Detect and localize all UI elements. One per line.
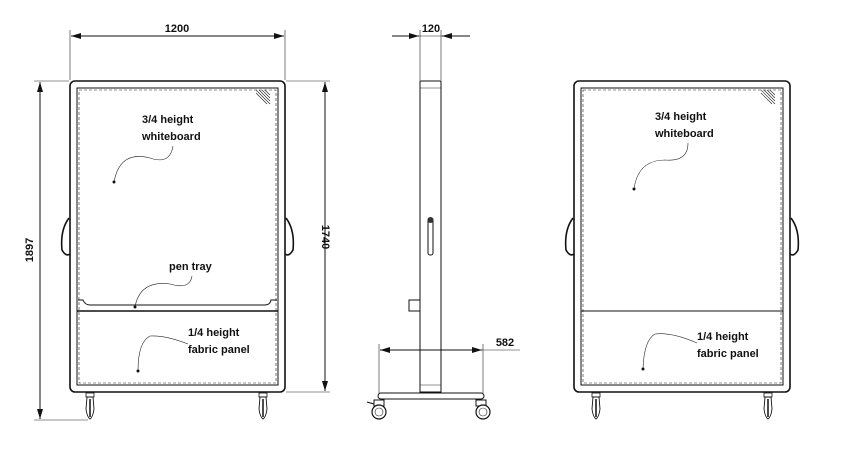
board-height-dimension: 1740 (286, 80, 331, 393)
whiteboard-label-line1: 3/4 height (655, 111, 707, 123)
fabric-label-line2: fabric panel (188, 344, 250, 356)
base-dimension: 582 (378, 337, 520, 393)
side-handle-left (564, 217, 575, 256)
fabric-label-line1: 1/4 height (697, 331, 749, 343)
side-view: 120 582 (366, 23, 520, 420)
handle-icon (427, 217, 434, 256)
whiteboard-label-line2: whiteboard (654, 128, 714, 140)
whiteboard-leader (113, 145, 174, 183)
caster-icon (763, 392, 773, 420)
fabric-label-line1: 1/4 height (188, 327, 240, 339)
overall-height-label: 1897 (24, 238, 36, 262)
fabric-leader (642, 333, 698, 370)
base-dimension-label: 582 (496, 337, 514, 349)
whiteboard-label-line1: 3/4 height (142, 114, 194, 126)
side-column (419, 80, 442, 393)
back-view: 3/4 height whiteboard 1/4 height fabric … (564, 80, 800, 420)
side-handle-right (789, 217, 800, 256)
width-dimension: 1200 (69, 23, 286, 80)
pen-tray-side (408, 299, 421, 312)
side-handle-right (284, 217, 295, 256)
board-height-label: 1740 (319, 225, 331, 249)
caster-icon (85, 392, 95, 420)
caster-icon (258, 392, 268, 420)
pen-tray (78, 299, 277, 306)
whiteboard-label-line2: whiteboard (141, 131, 201, 143)
width-dimension-label: 1200 (165, 23, 189, 35)
side-handle-left (60, 217, 71, 256)
fabric-label-line2: fabric panel (697, 348, 759, 360)
fabric-leader (137, 335, 189, 372)
front-view: 1200 1897 1740 3/4 height wh (24, 23, 331, 421)
depth-dimension-label: 120 (422, 23, 440, 35)
whiteboard-panel (580, 87, 784, 386)
frame (573, 80, 791, 393)
overall-height-dimension: 1897 (24, 80, 88, 421)
base-frame (377, 392, 485, 400)
depth-dimension: 120 (392, 23, 470, 80)
pen-tray-label: pen tray (169, 261, 213, 273)
caster-icon (366, 399, 387, 420)
whiteboard-leader (633, 142, 689, 190)
pen-tray-leader (134, 275, 193, 308)
whiteboard-panel (76, 87, 279, 386)
caster-icon (475, 399, 491, 420)
frame (69, 80, 286, 393)
caster-icon (591, 392, 601, 420)
